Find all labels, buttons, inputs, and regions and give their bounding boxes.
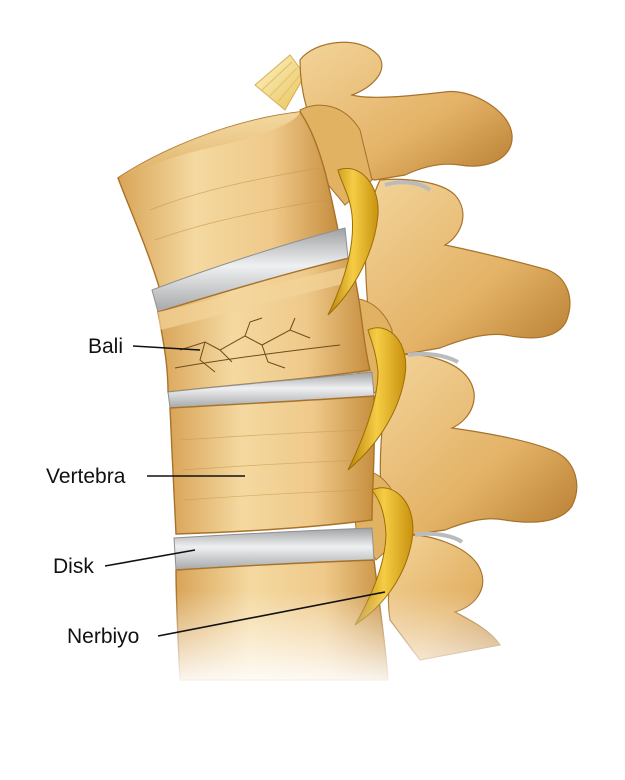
spinal-cord-top bbox=[254, 54, 306, 111]
leader-lines bbox=[104, 345, 386, 637]
vertebra-body-middle bbox=[169, 395, 376, 535]
fracture-cracks bbox=[174, 317, 341, 373]
leader-line-fracture bbox=[132, 345, 201, 351]
leader-line-disc bbox=[104, 549, 196, 567]
bottom-fade bbox=[150, 590, 620, 690]
label-vertebra: Vertebra bbox=[46, 465, 126, 488]
nerve-roots bbox=[327, 168, 414, 626]
label-disc: Disk bbox=[53, 555, 94, 578]
label-nerve: Nerbiyo bbox=[67, 625, 140, 648]
leader-line-nerve bbox=[157, 591, 386, 637]
label-fracture: Bali bbox=[88, 335, 124, 358]
vertebra-fractured bbox=[157, 257, 371, 393]
